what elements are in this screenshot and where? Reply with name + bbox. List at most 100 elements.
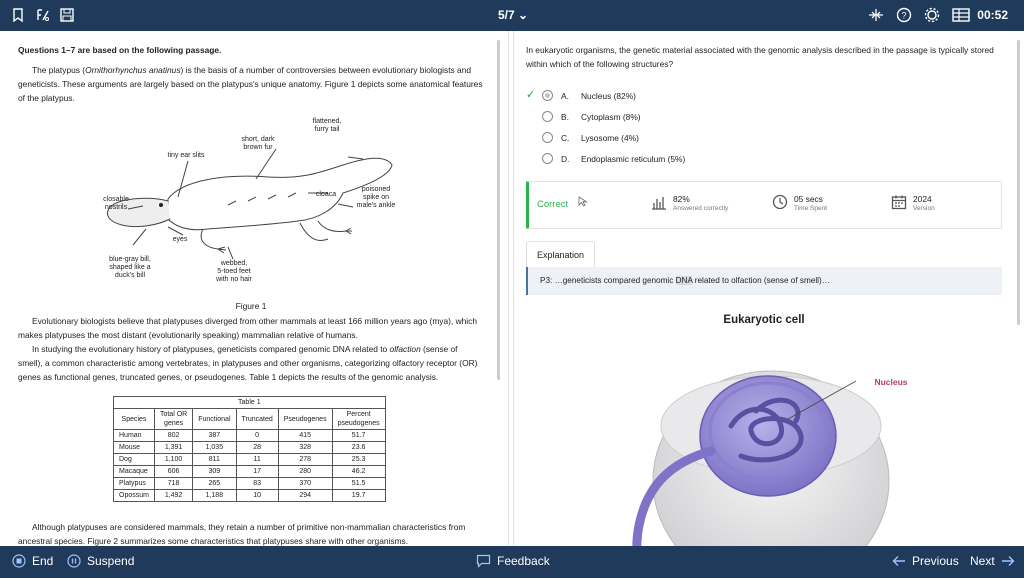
choice-label: Endoplasmic reticulum (5%)	[581, 153, 686, 164]
bar-chart-icon	[652, 197, 666, 210]
tab-explanation[interactable]: Explanation	[526, 241, 596, 267]
table-cell: Platypus	[113, 477, 155, 490]
table-cell: 17	[235, 465, 279, 478]
ref-text-post: related to olfaction (sense of smell)…	[692, 276, 830, 285]
pane-divider[interactable]	[508, 31, 514, 546]
table-cell: 1,100	[153, 453, 194, 466]
radio-button[interactable]	[542, 90, 553, 101]
table-header-cell: Functional	[192, 408, 237, 430]
ref-text-pre: P3: …geneticists compared genomic	[540, 276, 676, 285]
choice-label: Nucleus (82%)	[581, 90, 636, 101]
passage-paragraph-3: In studying the evolutionary history of …	[18, 342, 484, 384]
question-counter[interactable]: 5/7 ⌄	[498, 8, 528, 22]
layout-icon[interactable]	[952, 7, 970, 23]
table-cell: 10	[235, 489, 279, 502]
p1-text-b: ) is the basis of a number of controvers…	[18, 65, 483, 103]
stat-version-value: 2024	[913, 194, 932, 204]
help-icon[interactable]: ?	[896, 7, 912, 23]
figure-1-caption: Figure 1	[235, 301, 267, 311]
table-cell: 83	[235, 477, 279, 490]
stat-percent: 82%Answered correctly	[651, 194, 728, 213]
table-cell: 387	[192, 429, 237, 442]
answer-choice[interactable]: D. Endoplasmic reticulum (5%)	[526, 148, 1002, 169]
table-cell: 718	[153, 477, 194, 490]
choice-label: Lysosome (4%)	[581, 132, 639, 143]
collapse-icon[interactable]	[868, 7, 884, 23]
table-header-cell: Species	[113, 408, 155, 430]
table-cell: 278	[277, 453, 333, 466]
arrow-left-icon	[892, 556, 905, 566]
next-button[interactable]: Next	[970, 554, 1015, 568]
suspend-button[interactable]: Suspend	[67, 554, 134, 568]
table-title: Table 1	[113, 396, 386, 409]
table-cell: Opossum	[113, 489, 155, 502]
table-cell: 25.3	[331, 453, 386, 466]
choice-label: Cytoplasm (8%)	[581, 111, 641, 122]
feedback-icon	[476, 554, 491, 568]
passage-reference: P3: …geneticists compared genomic DNA re…	[526, 267, 1002, 295]
table-cell: 1,391	[153, 441, 194, 454]
table-cell: 280	[277, 465, 333, 478]
result-status: Correct	[537, 199, 569, 210]
choice-letter: D.	[561, 153, 570, 164]
stop-icon	[12, 554, 26, 568]
question-pane: In eukaryotic organisms, the genetic mat…	[514, 31, 1014, 546]
question-scrollbar[interactable]	[1017, 40, 1020, 325]
end-button[interactable]: End	[12, 554, 53, 568]
stat-percent-label: Answered correctly	[673, 205, 729, 212]
percent-icon[interactable]	[35, 7, 51, 23]
table-cell: Human	[113, 429, 155, 442]
clock-icon	[772, 194, 788, 210]
answer-choice[interactable]: ✓A.Nucleus (82%)	[526, 85, 1002, 106]
label-cloaca: cloaca	[316, 191, 336, 198]
stat-time-value: 05 secs	[794, 194, 823, 204]
table-cell: 0	[235, 429, 279, 442]
gear-icon[interactable]	[924, 7, 940, 23]
radio-button[interactable]	[542, 111, 553, 122]
table-cell: 46.2	[331, 465, 386, 478]
save-icon[interactable]	[59, 7, 75, 23]
passage-heading: Questions 1–7 are based on the following…	[18, 45, 222, 55]
bookmark-icon[interactable]	[10, 7, 26, 23]
top-toolbar: 5/7 ⌄ ? 00:52	[0, 0, 1024, 31]
stat-version-label: Version	[913, 205, 935, 212]
radio-button[interactable]	[542, 132, 553, 143]
table-cell: 1,035	[192, 441, 237, 454]
feedback-label: Feedback	[497, 554, 550, 568]
table-header-cell: Percent pseudogenes	[331, 408, 386, 430]
passage-paragraph-1: The platypus (Ornithorhynchus anatinus) …	[18, 63, 484, 105]
stat-percent-value: 82%	[673, 194, 690, 204]
passage-scrollbar[interactable]	[497, 40, 500, 380]
eukaryotic-cell-illustration: Nucleus	[632, 370, 908, 546]
previous-button[interactable]: Previous	[892, 554, 959, 568]
label-eyes: eyes	[173, 236, 188, 243]
table-cell: 328	[277, 441, 333, 454]
table-cell: 1,188	[192, 489, 237, 502]
table-cell: 51.7	[331, 429, 386, 442]
radio-button[interactable]	[542, 153, 553, 164]
choice-letter: A.	[561, 90, 569, 101]
table-header-cell: Pseudogenes	[277, 408, 333, 430]
calendar-icon	[891, 195, 907, 210]
table-cell: 51.5	[331, 477, 386, 490]
answer-choice[interactable]: C.Lysosome (4%)	[526, 127, 1002, 148]
p3-italic: olfaction	[389, 344, 421, 354]
answer-choice[interactable]: B.Cytoplasm (8%)	[526, 106, 1002, 127]
table-cell: 1,492	[153, 489, 194, 502]
explanation-image-title: Eukaryotic cell	[723, 314, 805, 326]
table-cell: 19.7	[331, 489, 386, 502]
feedback-button[interactable]: Feedback	[476, 554, 550, 568]
table-cell: 294	[277, 489, 333, 502]
